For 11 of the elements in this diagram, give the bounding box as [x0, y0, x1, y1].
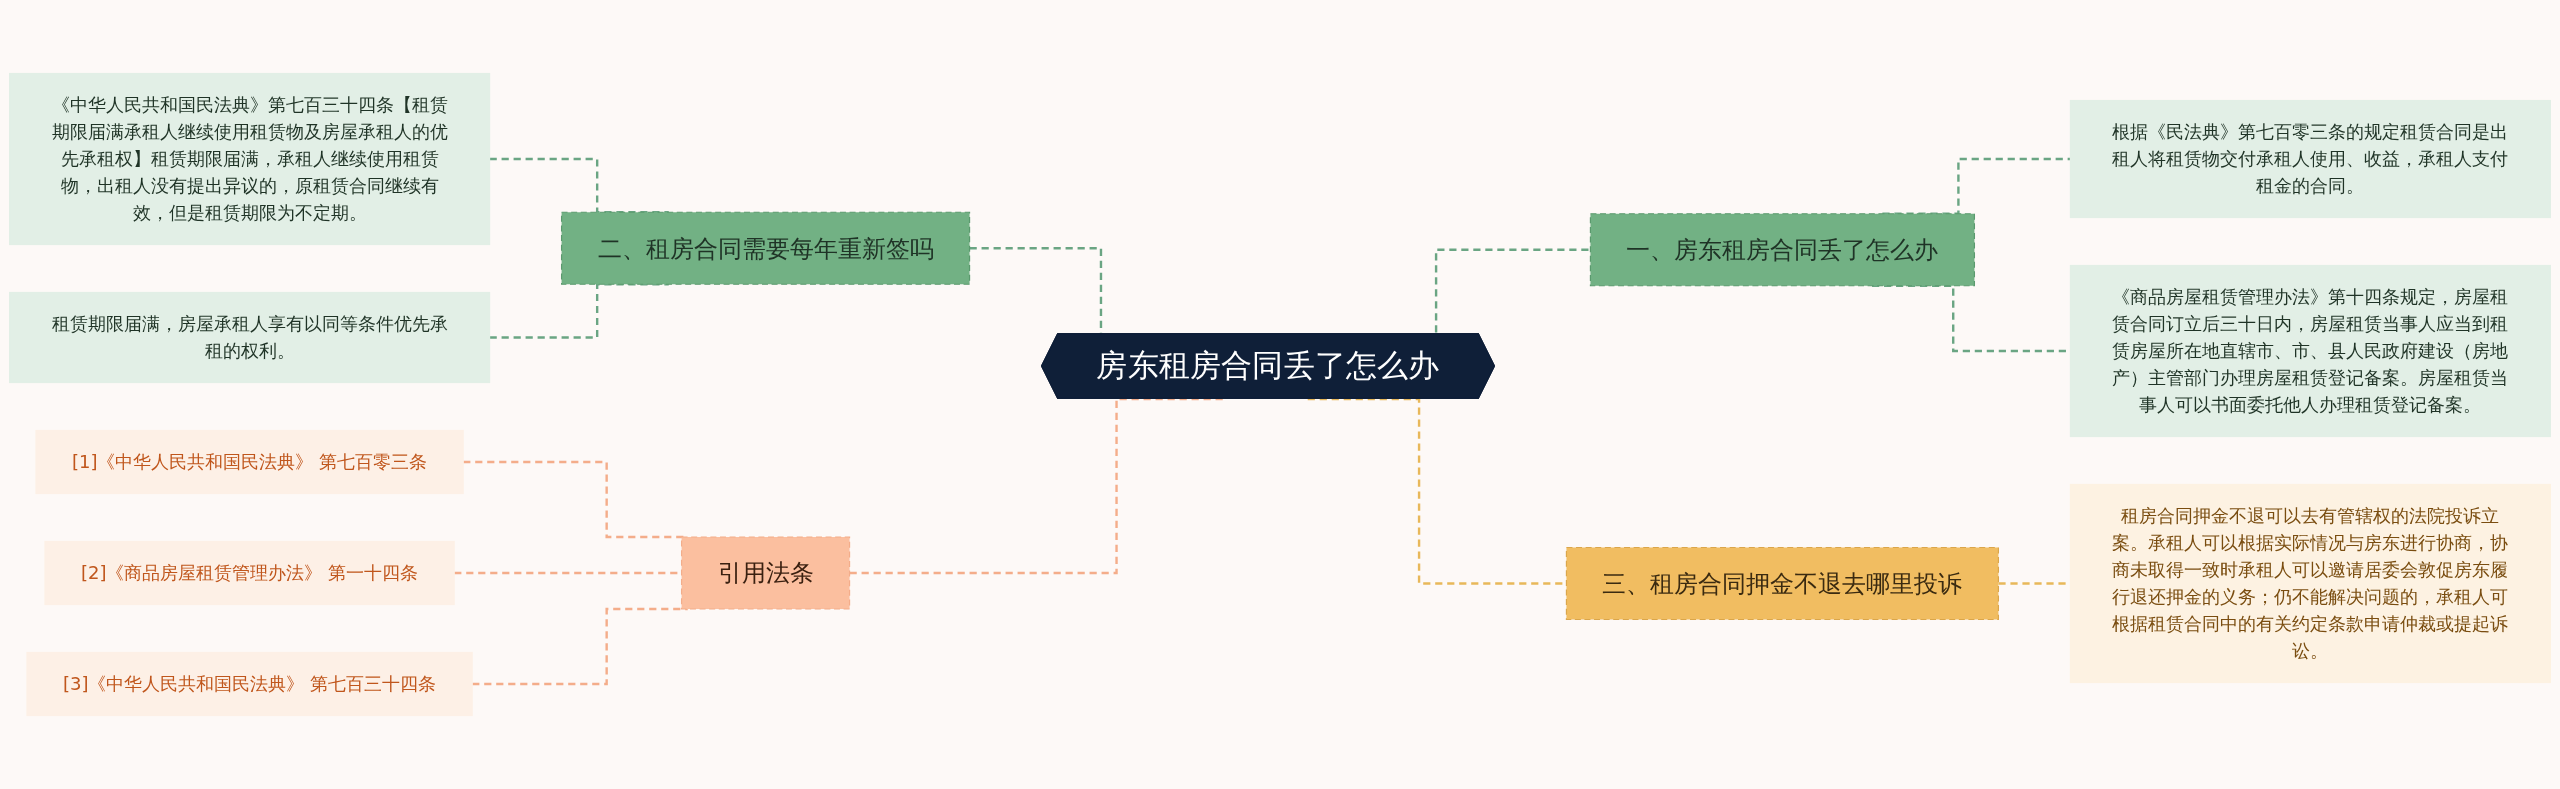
node-box: 《中华人民共和国民法典》第七百三十四条【租赁期限届满承租人继续使用租赁物及房屋承租人的优先承租权】租赁期限届满，承租人继续使用租赁物，出租人没有提出异议的，原租赁合同继续有效，但是租赁期限为不定期。 [9, 72, 491, 246]
node-box: [1]《中华人民共和国民法典》 第七百零三条 [35, 429, 464, 495]
node-box: 根据《民法典》第七百零三条的规定租赁合同是出租人将租赁物交付承租人使用、收益，承租人支付租金的合同。 [2069, 99, 2551, 219]
node-box: 引用法条 [680, 536, 851, 610]
node-box: 租赁期限届满，房屋承租人享有以同等条件优先承租的权利。 [9, 291, 491, 384]
node-box: [3]《中华人民共和国民法典》 第七百三十四条 [26, 651, 473, 717]
node-box: [2]《商品房屋租赁管理办法》 第一十四条 [44, 540, 455, 606]
node-box: 三、租房合同押金不退去哪里投诉 [1565, 546, 1999, 621]
node-box: 一、房东租房合同丢了怎么办 [1589, 213, 1975, 287]
node-box: 《商品房屋租赁管理办法》第十四条规定，房屋租赁合同订立后三十日内，房屋租赁当事人应当到租赁房屋所在地直辖市、市、县人民政府建设（房地产）主管部门办理房屋租赁登记备案。房屋租赁当事人可以书面委托他人办理租赁登记备案。 [2069, 264, 2551, 438]
node-box: 二、租房合同需要每年重新签吗 [561, 211, 971, 285]
